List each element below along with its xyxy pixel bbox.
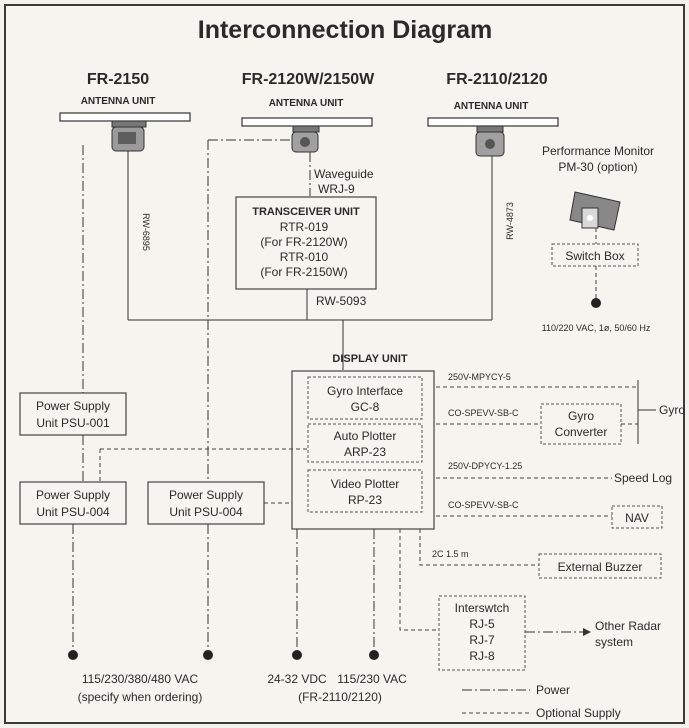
transceiver-line4: (For FR-2150W) <box>260 265 347 279</box>
external-buzzer <box>538 553 662 579</box>
ac-supply-label: 110/220 VAC, 1ø, 50/60 Hz <box>542 323 651 333</box>
auto-plotter-model: ARP-23 <box>344 445 386 459</box>
vac2-note: (FR-2110/2120) <box>298 690 382 704</box>
transceiver-line3: RTR-010 <box>280 250 329 264</box>
perf-monitor-label: Performance Monitor <box>542 144 654 158</box>
gyro-interface-model: GC-8 <box>351 400 380 414</box>
transceiver-title: TRANSCEIVER UNIT <box>252 206 360 218</box>
gyro-converter-line1: Gyro <box>568 409 594 423</box>
psu-004-left-line2: Unit PSU-004 <box>36 505 110 519</box>
interswitch-rj7: RJ-7 <box>469 633 495 647</box>
perf-monitor-icon <box>569 191 621 231</box>
legend-optional: Optional Supply <box>536 706 621 720</box>
psu-001-line2: Unit PSU-001 <box>36 416 110 430</box>
antenna-2-label: ANTENNA UNIT <box>269 98 344 109</box>
legend: Power Optional Supply <box>462 683 621 720</box>
gyro-interface <box>307 376 423 420</box>
antenna-3-label: ANTENNA UNIT <box>454 101 529 112</box>
cable-rw5093: RW-5093 <box>316 294 367 308</box>
cable-rw4873: RW-4873 <box>505 202 515 240</box>
psu-004-right-line1: Power Supply <box>169 488 243 502</box>
other-radar-line2: system <box>595 635 633 649</box>
antenna-2-model: FR-2120W/2150W <box>242 71 375 88</box>
terminal-vac2 <box>369 650 379 660</box>
cable-gyro-conv: CO-SPEVV-SB-C <box>448 408 519 418</box>
speed-log-label: Speed Log <box>614 471 672 485</box>
terminal-vac-right <box>203 650 213 660</box>
video-plotter-label: Video Plotter <box>331 477 400 491</box>
gyro-converter <box>540 403 622 445</box>
psu-004-left <box>19 481 127 525</box>
vac2-label: 115/230 VAC <box>337 672 407 686</box>
video-plotter <box>307 469 423 513</box>
auto-plotter-label: Auto Plotter <box>334 429 397 443</box>
perf-monitor-model: PM-30 (option) <box>558 160 637 174</box>
terminal-vac-left <box>68 650 78 660</box>
vac-label: 115/230/380/480 VAC <box>82 672 199 686</box>
waveguide-label: Waveguide <box>314 167 374 181</box>
psu-004-left-line1: Power Supply <box>36 488 110 502</box>
switch-box-label: Switch Box <box>565 249 624 263</box>
terminal-vdc <box>292 650 302 660</box>
nav-label: NAV <box>625 511 649 525</box>
cable-rw6895: RW-6895 <box>141 213 151 251</box>
nav-box <box>611 505 663 529</box>
psu-001 <box>19 392 127 436</box>
interswitch-rj8: RJ-8 <box>469 649 495 663</box>
other-radar-line1: Other Radar <box>595 619 661 633</box>
auto-plotter <box>307 423 423 463</box>
interswitch-box <box>438 595 526 671</box>
psu-001-line1: Power Supply <box>36 399 110 413</box>
cable-nav: CO-SPEVV-SB-C <box>448 500 519 510</box>
antenna-1-model: FR-2150 <box>87 71 149 88</box>
cable-gyro: 250V-MPYCY-5 <box>448 372 511 382</box>
gyro-converter-line2: Converter <box>555 425 608 439</box>
cable-speed: 250V-DPYCY-1.25 <box>448 461 522 471</box>
antenna-3-model: FR-2110/2120 <box>446 71 548 88</box>
legend-power: Power <box>536 683 570 697</box>
transceiver-unit <box>235 196 377 290</box>
interswitch-rj5: RJ-5 <box>469 617 495 631</box>
switch-box <box>551 243 639 267</box>
gyro-interface-label: Gyro Interface <box>327 384 403 398</box>
video-plotter-model: RP-23 <box>348 493 382 507</box>
display-unit-title: DISPLAY UNIT <box>332 353 407 365</box>
vdc-label: 24-32 VDC <box>267 672 327 686</box>
interswitch-title: Interswtch <box>455 601 510 615</box>
antenna-1-label: ANTENNA UNIT <box>81 96 156 107</box>
external-buzzer-label: External Buzzer <box>558 560 643 574</box>
cable-buzzer: 2C 1.5 m <box>432 549 469 559</box>
psu-004-right <box>147 481 265 525</box>
transceiver-line1: RTR-019 <box>280 220 329 234</box>
gyro-label: Gyro <box>659 403 685 417</box>
antenna-2-icon <box>241 117 373 153</box>
transceiver-line2: (For FR-2120W) <box>260 235 347 249</box>
waveguide-model: WRJ-9 <box>318 182 355 196</box>
psu-004-right-line2: Unit PSU-004 <box>169 505 243 519</box>
antenna-3-icon <box>427 117 559 157</box>
antenna-1-icon <box>59 112 191 152</box>
ac-terminal <box>591 298 601 308</box>
diagram-title: Interconnection Diagram <box>198 16 493 44</box>
vac-note: (specify when ordering) <box>78 690 203 704</box>
